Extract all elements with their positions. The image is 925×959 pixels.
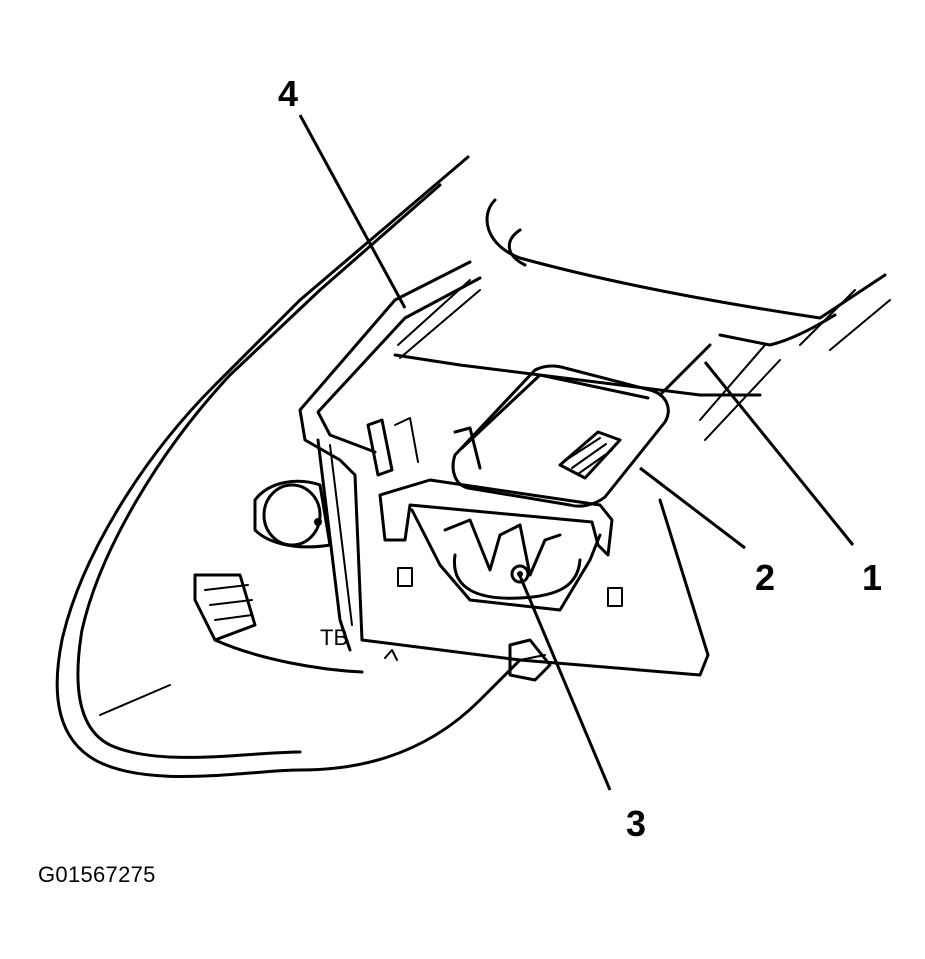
leader-2 bbox=[639, 466, 746, 550]
retainer-clips bbox=[366, 417, 623, 607]
lamp-housing bbox=[378, 478, 614, 612]
leader-3 bbox=[518, 575, 612, 791]
leader-4 bbox=[298, 114, 407, 309]
callout-3: 3 bbox=[626, 803, 646, 844]
lamp-lens bbox=[451, 364, 670, 508]
callout-4: 4 bbox=[278, 73, 298, 114]
molded-marking: TB bbox=[320, 625, 348, 650]
leader-1 bbox=[703, 361, 855, 546]
callout-2: 2 bbox=[755, 557, 775, 598]
callout-1: 1 bbox=[862, 557, 882, 598]
console-frame bbox=[298, 260, 781, 677]
headliner-panel bbox=[55, 155, 891, 778]
figure-id: G01567275 bbox=[38, 862, 156, 887]
lower-console: TB bbox=[193, 479, 552, 682]
leader-lines bbox=[298, 114, 855, 791]
